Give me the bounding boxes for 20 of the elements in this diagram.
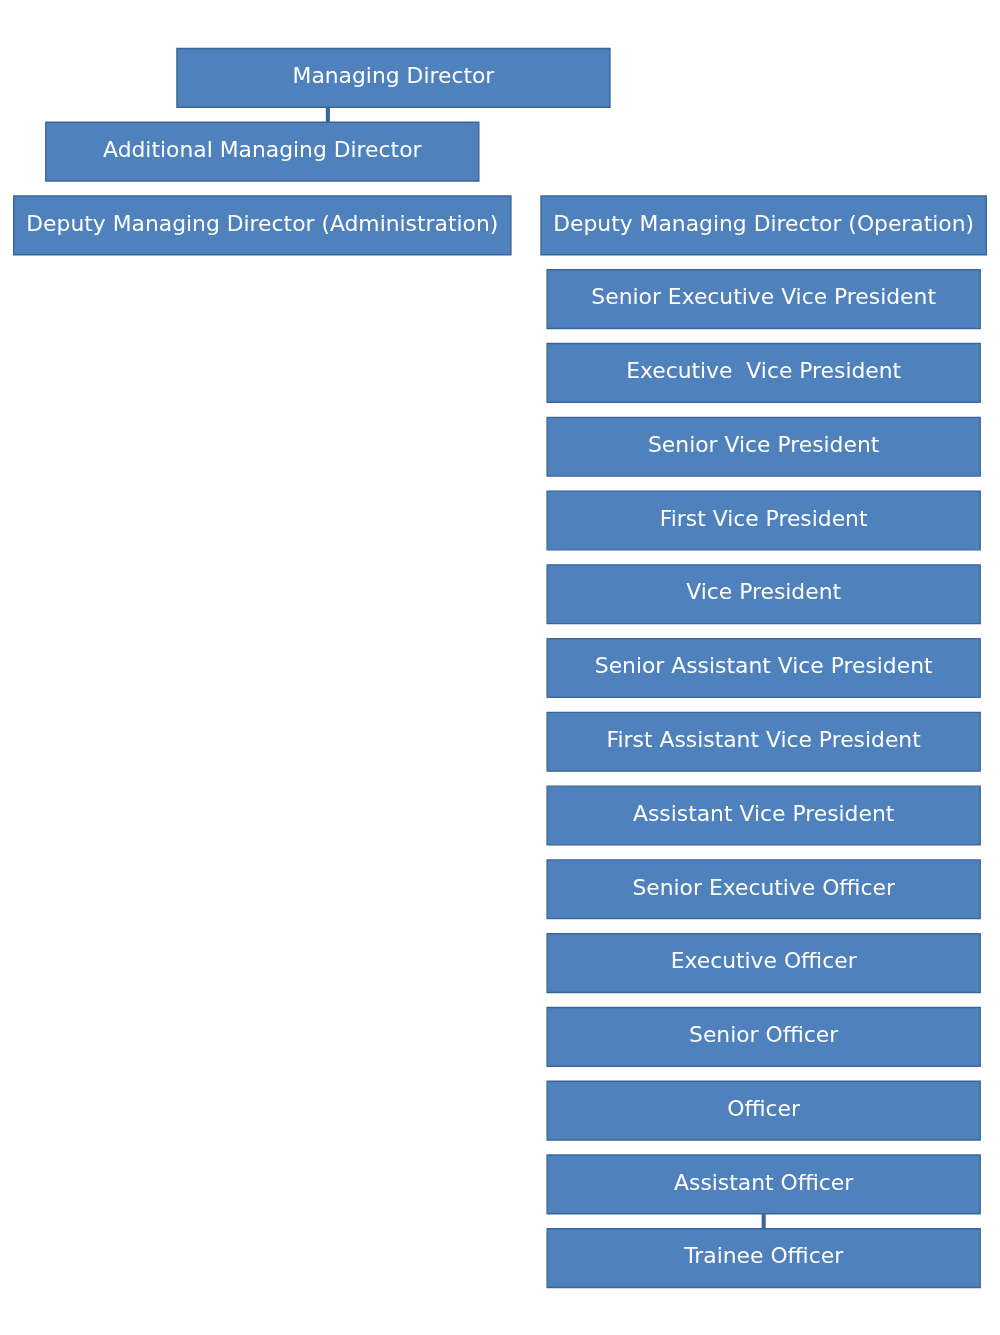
node-box: Additional Managing Director [45, 121, 480, 182]
node-box: Deputy Managing Director (Operation) [540, 194, 988, 255]
node-box: Senior Officer [546, 1006, 981, 1067]
node-box: Deputy Managing Director (Administration) [12, 194, 512, 255]
node-box: Assistant Officer [546, 1153, 981, 1214]
node-box: Assistant Vice President [546, 785, 981, 846]
connector [325, 106, 330, 122]
node-box: Senior Executive Officer [546, 858, 981, 919]
node-box: Senior Assistant Vice President [546, 637, 981, 698]
node-box: First Assistant Vice President [546, 711, 981, 772]
node-box: Senior Executive Vice President [546, 268, 981, 329]
node-box: Vice President [546, 563, 981, 624]
node-box: First Vice President [546, 489, 981, 550]
node-box: Trainee Officer [546, 1227, 981, 1288]
node-box: Executive Vice President [546, 342, 981, 403]
node-box: Managing Director [176, 47, 611, 108]
node-box: Officer [546, 1080, 981, 1141]
node-box: Senior Vice President [546, 416, 981, 477]
node-box: Executive Officer [546, 932, 981, 993]
connector [761, 1213, 766, 1229]
